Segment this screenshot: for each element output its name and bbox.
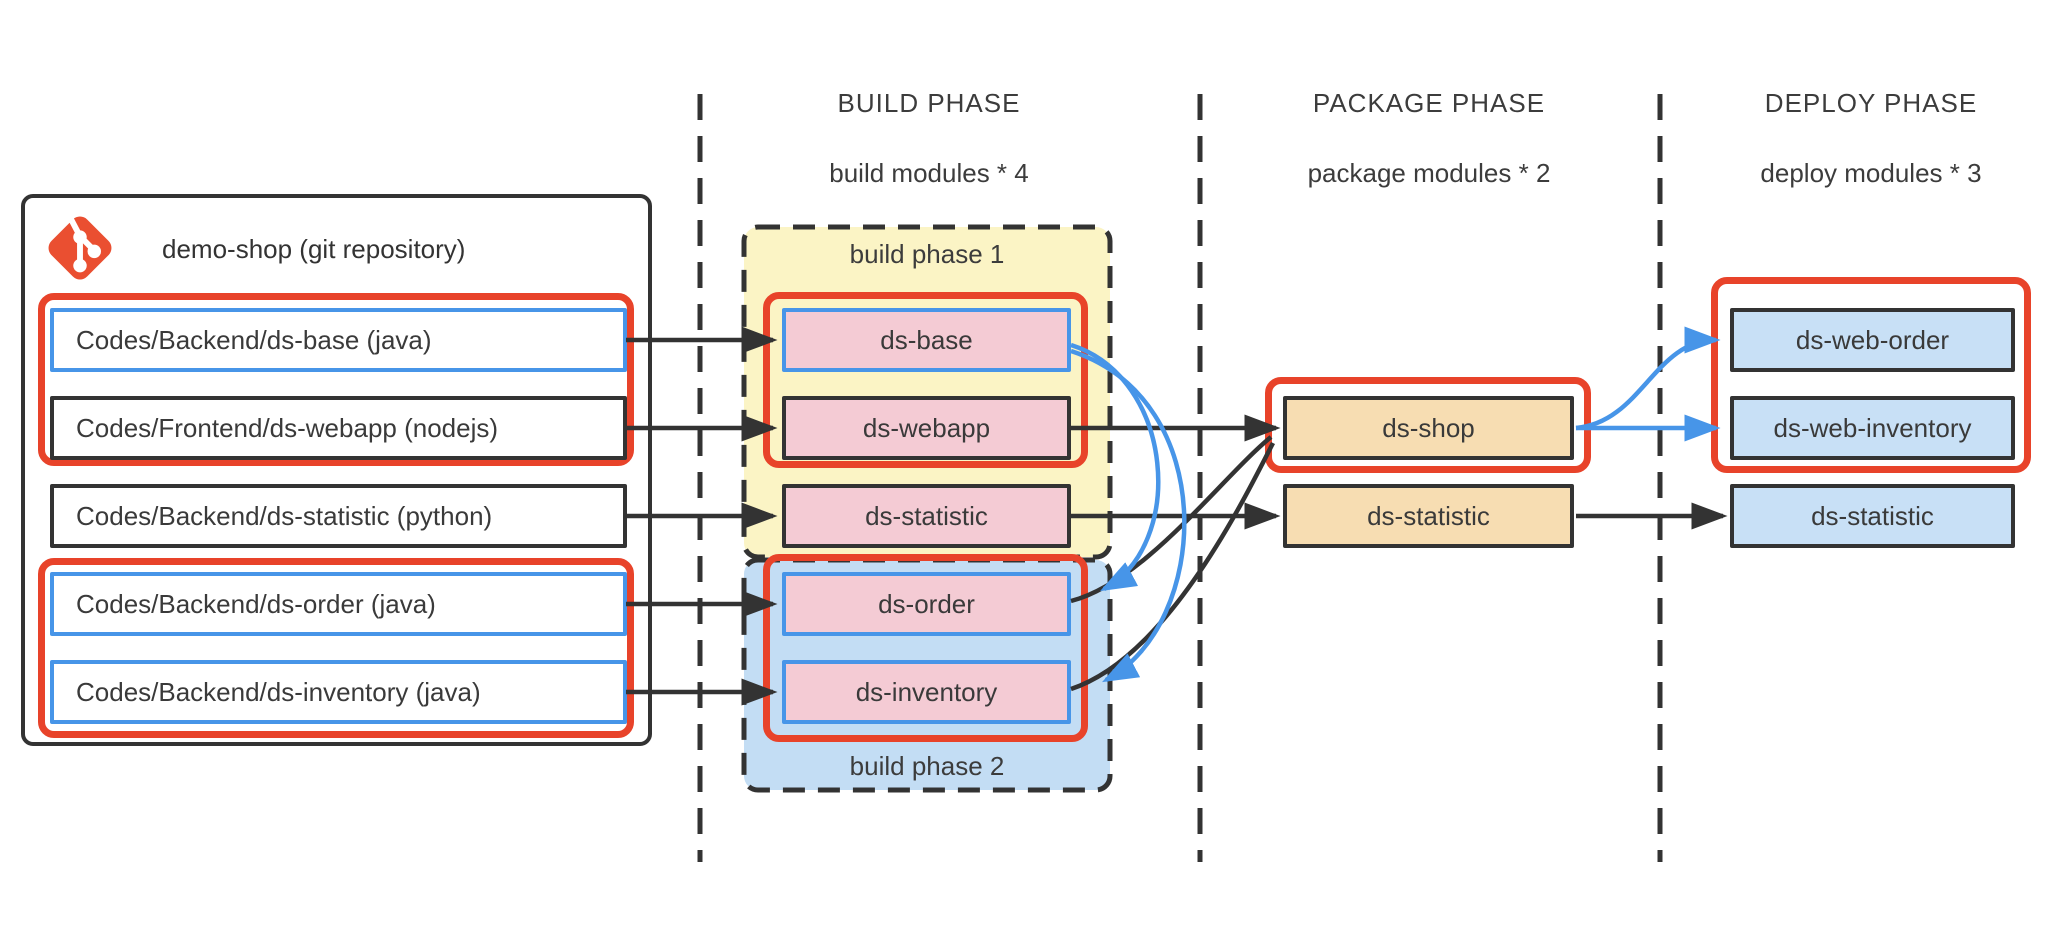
deploy-phase-subtitle: deploy modules * 3 — [1760, 158, 1982, 188]
deploy-phase-title: DEPLOY PHASE — [1764, 88, 1978, 118]
repo-item-label: Codes/Frontend/ds-webapp (nodejs) — [76, 412, 499, 443]
repo-item-label: Codes/Backend/ds-inventory (java) — [76, 676, 481, 707]
build-module-ds-order: ds-order — [782, 572, 1071, 636]
repo-group-order-inventory — [38, 558, 634, 738]
deploy-phase-header: DEPLOY PHASE deploy modules * 3 — [1671, 88, 2052, 189]
repo-item-ds-base: Codes/Backend/ds-base (java) — [50, 308, 627, 372]
git-repo-box — [21, 194, 652, 746]
module-label: ds-statistic — [1367, 500, 1490, 531]
build-phase-1-label: build phase 1 — [849, 239, 1005, 269]
module-label: ds-webapp — [862, 412, 991, 443]
package-phase-title: PACKAGE PHASE — [1312, 88, 1546, 118]
module-label: ds-statistic — [1811, 500, 1934, 531]
build-module-ds-statistic: ds-statistic — [782, 484, 1071, 548]
package-module-ds-shop: ds-shop — [1283, 396, 1574, 460]
repo-item-ds-webapp: Codes/Frontend/ds-webapp (nodejs) — [50, 396, 627, 460]
build-phase-subtitle: build modules * 4 — [829, 158, 1029, 188]
build-phase-2-label: build phase 2 — [849, 751, 1005, 781]
repo-title: demo-shop (git repository) — [162, 234, 466, 264]
repo-group-base-webapp — [38, 293, 634, 466]
module-label: ds-inventory — [855, 676, 998, 707]
repo-item-ds-statistic: Codes/Backend/ds-statistic (python) — [50, 484, 627, 548]
repo-item-ds-inventory: Codes/Backend/ds-inventory (java) — [50, 660, 627, 724]
module-label: ds-base — [880, 324, 973, 355]
module-label: ds-web-inventory — [1773, 412, 1972, 443]
repo-item-label: Codes/Backend/ds-statistic (python) — [76, 500, 493, 531]
package-module-ds-statistic: ds-statistic — [1283, 484, 1574, 548]
module-label: ds-statistic — [865, 500, 988, 531]
deploy-module-ds-web-order: ds-web-order — [1730, 308, 2015, 372]
build-module-ds-inventory: ds-inventory — [782, 660, 1071, 724]
repo-item-label: Codes/Backend/ds-base (java) — [76, 324, 432, 355]
module-label: ds-order — [878, 588, 975, 619]
module-label: ds-shop — [1382, 412, 1475, 443]
package-phase-header: PACKAGE PHASE package modules * 2 — [1229, 88, 1629, 189]
repo-item-label: Codes/Backend/ds-order (java) — [76, 588, 436, 619]
build-phase-header: BUILD PHASE build modules * 4 — [729, 88, 1129, 189]
git-icon — [38, 206, 122, 290]
build-module-ds-base: ds-base — [782, 308, 1071, 372]
repo-item-ds-order: Codes/Backend/ds-order (java) — [50, 572, 627, 636]
deploy-module-ds-web-inventory: ds-web-inventory — [1730, 396, 2015, 460]
package-phase-subtitle: package modules * 2 — [1307, 158, 1551, 188]
build-module-ds-webapp: ds-webapp — [782, 396, 1071, 460]
build-phase-title: BUILD PHASE — [837, 88, 1021, 118]
module-label: ds-web-order — [1795, 324, 1950, 355]
deploy-module-ds-statistic: ds-statistic — [1730, 484, 2015, 548]
